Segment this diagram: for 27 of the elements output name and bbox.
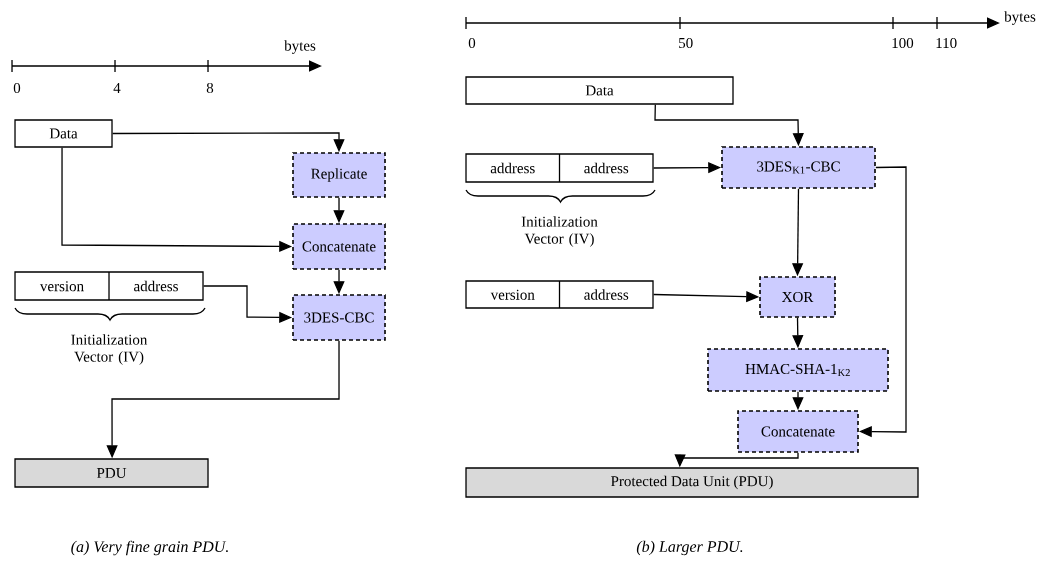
- process-box: 3DES$_{K1}$-CBC: [721, 146, 876, 189]
- process-box: Concatenate: [292, 223, 386, 270]
- output-box: Protected Data Unit (PDU): [465, 467, 919, 498]
- tick-label: 50: [679, 37, 693, 49]
- brace-label: Initialization Vector (IV): [71, 334, 148, 365]
- process-box: 3DES-CBC: [292, 294, 386, 341]
- axis-label: bytes: [1004, 11, 1036, 25]
- brace-label: Initialization Vector (IV): [521, 216, 598, 247]
- process-box: HMAC-SHA-1$_{K2}$: [707, 348, 889, 392]
- tick-label: 110: [936, 37, 957, 49]
- process-box: Replicate: [292, 152, 386, 198]
- tick-label: 8: [206, 82, 214, 94]
- field-box: Data: [14, 119, 113, 148]
- tick-label: 0: [13, 82, 21, 94]
- caption: (a) Very fine grain PDU.: [71, 540, 228, 556]
- process-box: XOR: [759, 276, 836, 318]
- field-box: Data: [465, 76, 734, 105]
- caption: (b) Larger PDU.: [636, 540, 743, 556]
- tick-label: 0: [468, 37, 476, 49]
- field-box: address address: [465, 153, 654, 183]
- output-box: PDU: [14, 458, 209, 488]
- tick-label: 100: [892, 37, 914, 49]
- tick-label: 4: [113, 83, 121, 93]
- field-box: version address: [14, 271, 204, 301]
- axis-label: bytes: [284, 40, 316, 54]
- process-box: Concatenate: [737, 410, 859, 453]
- field-box: version address: [465, 280, 654, 309]
